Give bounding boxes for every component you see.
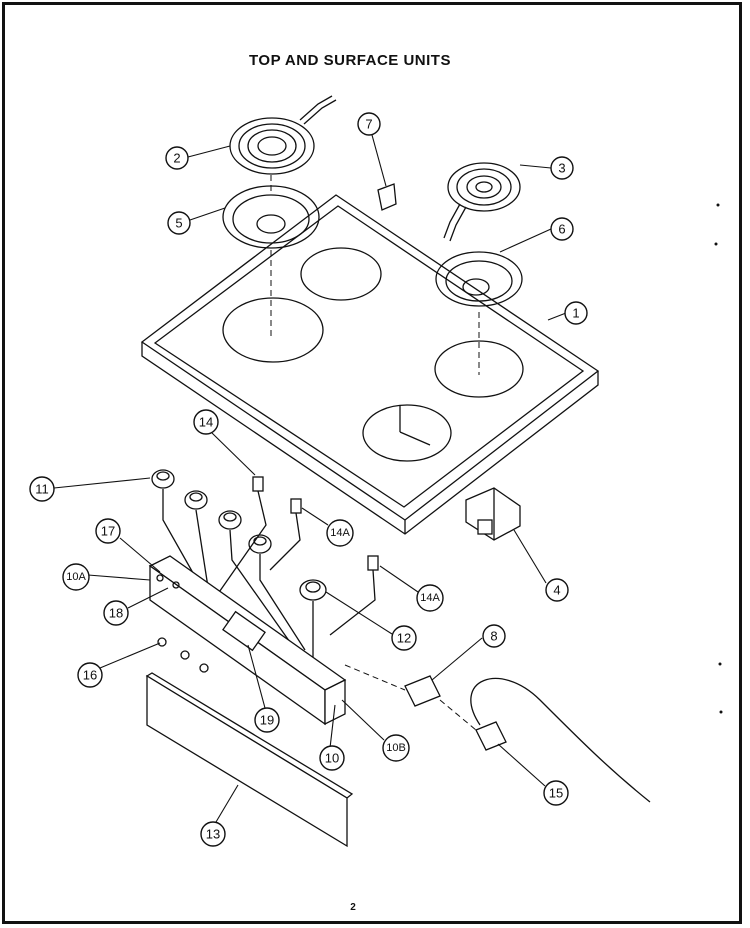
svg-text:4: 4 <box>553 583 560 598</box>
scan-speck <box>716 203 720 207</box>
svg-text:18: 18 <box>109 606 123 621</box>
callout-5: 5 <box>167 207 226 235</box>
svg-text:11: 11 <box>35 482 49 497</box>
svg-text:19: 19 <box>260 713 274 728</box>
lower-trim-panel <box>145 672 354 848</box>
callout-19: 19 <box>247 644 280 733</box>
callout-8: 8 <box>431 624 506 681</box>
diagram-title: TOP AND SURFACE UNITS <box>249 52 451 69</box>
svg-text:15: 15 <box>549 786 563 801</box>
callout-17: 17 <box>95 518 161 573</box>
terminal-block <box>465 487 521 541</box>
callout-14a-upper: 14A <box>301 507 354 547</box>
drip-pan-small <box>435 251 523 375</box>
surface-element-large <box>229 95 337 175</box>
svg-text:3: 3 <box>558 161 565 176</box>
svg-text:5: 5 <box>175 216 182 231</box>
scan-speck <box>719 710 723 714</box>
svg-text:10B: 10B <box>386 742 406 754</box>
callout-4: 4 <box>513 529 569 602</box>
cooktop-part <box>140 194 600 535</box>
svg-text:10A: 10A <box>66 571 86 583</box>
screws <box>214 476 379 636</box>
surface-element-small <box>443 162 521 242</box>
callout-18: 18 <box>103 587 169 626</box>
svg-text:12: 12 <box>397 631 411 646</box>
callout-11: 11 <box>29 476 151 502</box>
callout-10: 10 <box>319 704 345 771</box>
callout-12: 12 <box>325 591 417 651</box>
callout-10a: 10A <box>62 563 151 591</box>
svg-text:14A: 14A <box>420 592 440 604</box>
callout-3: 3 <box>519 156 574 180</box>
callout-7: 7 <box>357 112 387 187</box>
scan-speck <box>718 662 722 666</box>
callout-6: 6 <box>499 217 574 253</box>
callout-15: 15 <box>497 743 569 806</box>
callout-13: 13 <box>200 784 239 847</box>
svg-text:1: 1 <box>572 306 579 321</box>
scan-speck <box>714 242 718 246</box>
svg-text:17: 17 <box>101 524 115 539</box>
drip-pan-large <box>222 175 320 340</box>
svg-text:14A: 14A <box>330 527 350 539</box>
callout-16: 16 <box>77 642 161 688</box>
svg-text:7: 7 <box>365 117 372 132</box>
svg-text:16: 16 <box>83 668 97 683</box>
callout-14a-lower: 14A <box>379 565 444 612</box>
svg-text:8: 8 <box>490 629 497 644</box>
control-knobs <box>151 469 327 662</box>
control-panel <box>148 555 347 726</box>
svg-text:6: 6 <box>558 222 565 237</box>
svg-text:13: 13 <box>206 827 220 842</box>
page-number: 2 <box>350 902 356 913</box>
svg-text:14: 14 <box>199 415 213 430</box>
callout-1: 1 <box>547 301 588 325</box>
terminal-clip <box>377 183 397 211</box>
svg-text:10: 10 <box>325 751 339 766</box>
svg-text:2: 2 <box>173 151 180 166</box>
switch-and-harness <box>344 664 651 803</box>
callout-14: 14 <box>193 409 256 476</box>
callout-10b: 10B <box>341 699 410 762</box>
callout-2: 2 <box>165 145 231 170</box>
